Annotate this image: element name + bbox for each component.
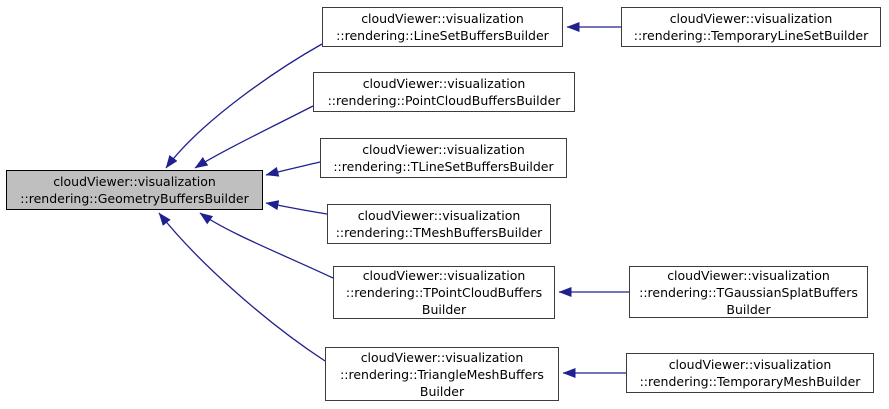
node-temporary-lineset-builder[interactable]: cloudViewer::visualization ::rendering::… — [621, 7, 881, 47]
node-label-line: ::rendering::TemporaryMeshBuilder — [639, 374, 861, 389]
inheritance-arrow-pointcloud-to-geometry — [194, 105, 314, 169]
node-label-line: cloudViewer::visualization — [357, 208, 521, 223]
node-trianglemesh-buffers-builder[interactable]: cloudViewer::visualization ::rendering::… — [325, 347, 559, 401]
node-label-line: ::rendering::TPointCloudBuffers — [345, 285, 543, 300]
node-temporary-mesh-builder[interactable]: cloudViewer::visualization ::rendering::… — [626, 353, 874, 393]
node-tmesh-buffers-builder[interactable]: cloudViewer::visualization ::rendering::… — [327, 204, 551, 244]
node-label-line: ::rendering::TLineSetBuffersBuilder — [333, 159, 554, 174]
node-tgaussian-splat-buffers-builder[interactable]: cloudViewer::visualization ::rendering::… — [629, 266, 868, 318]
node-lineset-buffers-builder[interactable]: cloudViewer::visualization ::rendering::… — [322, 7, 563, 47]
node-label-line: cloudViewer::visualization — [360, 349, 524, 365]
node-label-line: ::rendering::TGaussianSplatBuffers — [639, 284, 858, 300]
node-label-line: Builder — [421, 302, 467, 317]
node-geometry-buffers-builder: cloudViewer::visualization ::rendering::… — [6, 170, 263, 210]
node-label-line: cloudViewer::visualization — [669, 11, 833, 26]
node-label-line: Builder — [419, 383, 465, 399]
inheritance-arrow-tpointcloud-to-geometry — [199, 212, 334, 279]
inheritance-arrow-tlineset-to-geometry — [265, 161, 321, 177]
node-label-line: cloudViewer::visualization — [361, 11, 524, 26]
node-label-line: ::rendering::GeometryBuffersBuilder — [20, 191, 249, 206]
node-label-line: ::rendering::PointCloudBuffersBuilder — [327, 93, 561, 108]
inheritance-arrow-lineset-to-geometry — [165, 43, 323, 169]
node-label-line: ::rendering::TriangleMeshBuffers — [340, 366, 544, 382]
node-label-line: cloudViewer::visualization — [362, 142, 525, 157]
node-label-line: Builder — [726, 301, 771, 317]
inheritance-arrow-tmesh-to-geometry — [265, 200, 328, 215]
inheritance-arrow-trianglemesh-to-geometry — [158, 212, 326, 362]
node-label-line: cloudViewer::visualization — [668, 357, 832, 372]
node-label-line: cloudViewer::visualization — [362, 76, 526, 91]
node-pointcloud-buffers-builder[interactable]: cloudViewer::visualization ::rendering::… — [313, 72, 575, 112]
node-tlineset-buffers-builder[interactable]: cloudViewer::visualization ::rendering::… — [320, 138, 567, 178]
node-label-line: cloudViewer::visualization — [667, 267, 830, 283]
node-label-line: cloudViewer::visualization — [362, 268, 526, 283]
node-label-line: cloudViewer::visualization — [53, 174, 216, 189]
node-label-line: ::rendering::LineSetBuffersBuilder — [336, 28, 549, 43]
node-label-line: ::rendering::TemporaryLineSetBuilder — [633, 28, 869, 43]
node-label-line: ::rendering::TMeshBuffersBuilder — [335, 225, 543, 240]
node-tpointcloud-buffers-builder[interactable]: cloudViewer::visualization ::rendering::… — [333, 266, 555, 319]
